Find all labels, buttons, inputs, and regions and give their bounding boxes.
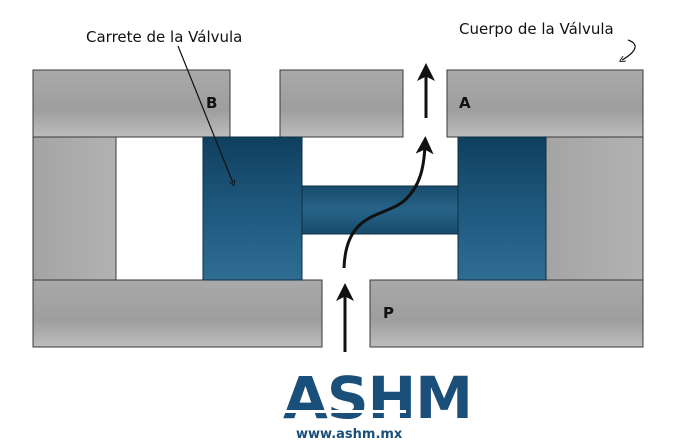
pointer-arrow-icon <box>622 39 636 60</box>
body-top-right-block <box>446 69 644 138</box>
port-b-label: B <box>206 94 217 112</box>
body-bottom-right-block <box>369 279 644 348</box>
spool-left-land <box>202 136 303 281</box>
valve-body <box>32 69 644 348</box>
body-left-wall <box>32 136 117 281</box>
body-top-middle-block <box>279 69 404 138</box>
body-bottom-left-block <box>32 279 323 348</box>
logo-wordmark: ASHM <box>283 364 472 432</box>
body-label: Cuerpo de la Válvula <box>459 20 614 38</box>
body-right-wall <box>545 136 644 281</box>
spool-rod <box>301 185 459 235</box>
spool-right-land <box>457 136 547 281</box>
valve-spool <box>202 136 547 281</box>
logo-underline <box>284 410 406 413</box>
spool-label: Carrete de la Válvula <box>86 28 242 46</box>
pointer-arrow-icon <box>177 45 233 183</box>
port-p-label: P <box>383 304 394 322</box>
flow-arrows <box>336 63 435 352</box>
body-top-left-block <box>32 69 231 138</box>
flow-arrow-icon <box>342 136 434 269</box>
logo-url: www.ashm.mx <box>296 427 403 442</box>
port-a-label: A <box>459 94 471 112</box>
ashm-logo: ASHM www.ashm.mx <box>283 364 473 442</box>
